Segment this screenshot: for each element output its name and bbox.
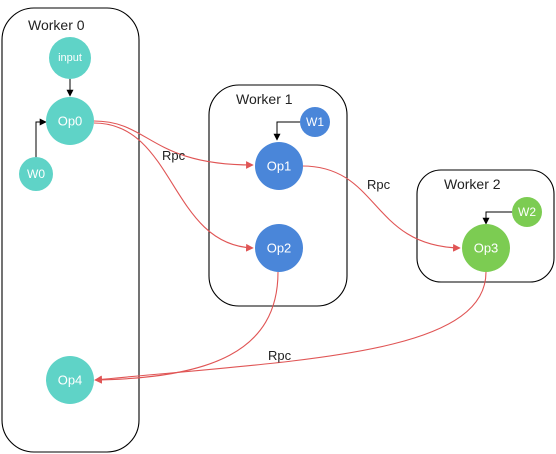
rpc-label-op4: Rpc: [268, 348, 292, 363]
node-op0-circle: [46, 97, 94, 145]
rpc-edge-op0-to-op1: [93, 120, 254, 169]
node-w0-circle: [19, 157, 53, 191]
node-op4[interactable]: Op4: [46, 356, 94, 404]
node-op2-circle: [255, 224, 303, 272]
node-op2-label: Op2: [267, 241, 292, 256]
rpc-edge-op1-to-op3: [301, 165, 461, 252]
node-input-circle: [49, 37, 91, 79]
node-input-label: input: [58, 52, 82, 64]
node-op4-circle: [46, 356, 94, 404]
rpc-edge-op2-to-op4: [94, 271, 279, 384]
node-w2[interactable]: W2: [512, 197, 542, 227]
rpc-edge-op0-to-op2: [93, 122, 254, 252]
node-op1-circle: [255, 142, 303, 190]
node-w1-label: W1: [306, 115, 324, 129]
worker-2-label: Worker 2: [444, 176, 501, 192]
worker-1-label: Worker 1: [236, 91, 293, 107]
rpc-label-op0: Rpc: [162, 148, 186, 163]
node-input[interactable]: input: [49, 37, 91, 79]
node-op0-label: Op0: [58, 114, 83, 129]
node-op3-label: Op3: [474, 241, 499, 256]
node-w1[interactable]: W1: [300, 107, 330, 137]
worker-0-label: Worker 0: [28, 17, 85, 33]
node-w0-label: W0: [27, 167, 45, 181]
worker-0-box: Worker 0: [1, 7, 140, 453]
node-op1-label: Op1: [267, 159, 292, 174]
node-op0[interactable]: Op0: [46, 97, 94, 145]
worker-1-box: Worker 1: [208, 84, 348, 307]
node-op2[interactable]: Op2: [255, 224, 303, 272]
edge-w0-to-op0: [35, 118, 47, 158]
edge-w1-to-op1: [273, 121, 300, 141]
node-w0[interactable]: W0: [19, 157, 53, 191]
node-op3-circle: [462, 224, 510, 272]
edge-w2-to-op3: [482, 211, 514, 225]
node-op4-label: Op4: [58, 373, 83, 388]
node-w2-label: W2: [518, 205, 536, 219]
node-w2-circle: [512, 197, 542, 227]
node-op3[interactable]: Op3: [462, 224, 510, 272]
rpc-label-op1: Rpc: [367, 177, 391, 192]
rpc-edge-op3-to-op4: [94, 271, 487, 384]
node-w1-circle: [300, 107, 330, 137]
node-op1[interactable]: Op1: [255, 142, 303, 190]
